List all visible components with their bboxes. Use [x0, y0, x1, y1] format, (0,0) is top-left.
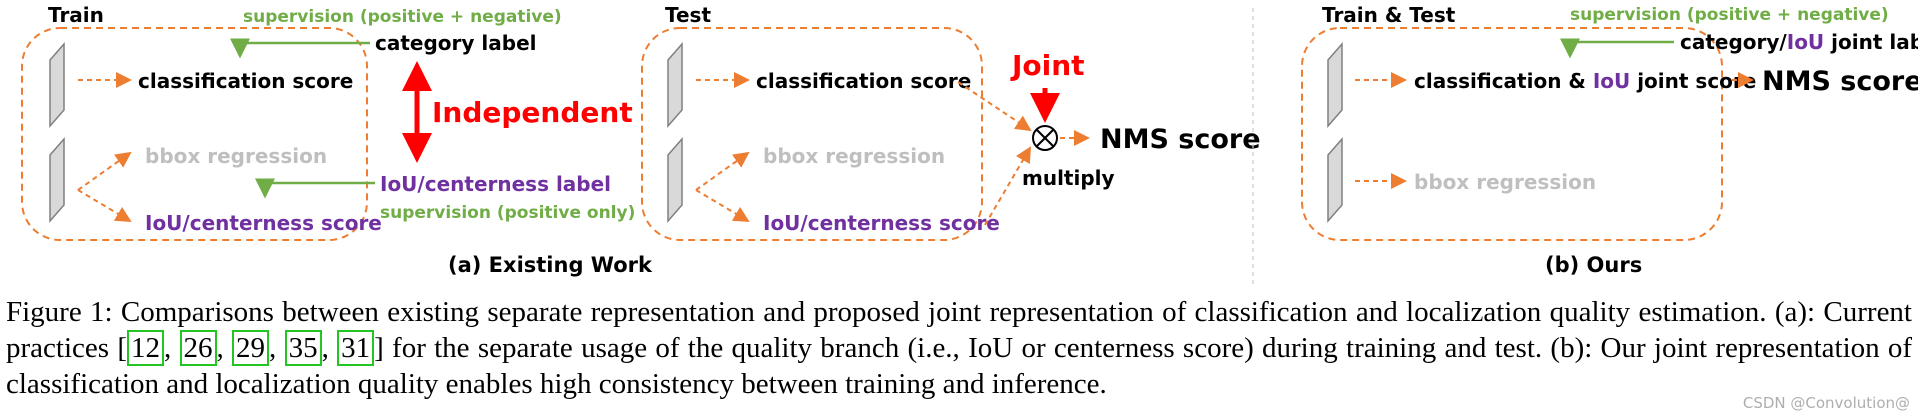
- joint-label-prefix: category/: [1680, 30, 1787, 54]
- citation-link[interactable]: 31: [337, 330, 375, 366]
- panel-a-train: Train classification score bbox regressi…: [21, 3, 635, 241]
- multiply-icon: [1032, 125, 1058, 151]
- test-box: [641, 27, 983, 241]
- caption-sep: ,: [321, 332, 338, 364]
- arrow-to-bbox: [77, 151, 132, 191]
- figure-caption: Figure 1: Comparisons between existing s…: [6, 294, 1912, 402]
- cls-to-multiply-arrow: [957, 81, 1032, 132]
- joint-label: Joint: [1010, 49, 1085, 82]
- citation-link[interactable]: 26: [179, 330, 217, 366]
- test-classification-score-label: classification score: [756, 69, 971, 93]
- bbox-regression-label: bbox regression: [145, 144, 327, 168]
- ours-nms-score-label: NMS score: [1762, 66, 1918, 97]
- multiply-label: multiply: [1022, 166, 1115, 190]
- iou-centerness-label: IoU/centerness label: [380, 172, 611, 196]
- joint-score-suffix: joint score: [1630, 69, 1756, 93]
- joint-label-text: category/IoU joint label: [1680, 30, 1918, 54]
- watermark: CSDN @Convolution@: [1742, 394, 1910, 412]
- test-iou-centerness-score-label: IoU/centerness score: [763, 211, 1000, 235]
- joint-score-text: classification & IoU joint score: [1414, 69, 1756, 93]
- category-label: category label: [375, 31, 536, 55]
- citation-link[interactable]: 12: [126, 330, 164, 366]
- panel-a-caption-label: (a) Existing Work: [448, 253, 653, 277]
- panel-b-ours: Train & Test supervision (positive + neg…: [1301, 3, 1918, 241]
- caption-text-1: Figure 1: Comparisons between existing s…: [6, 296, 1912, 364]
- supervision-pos-neg-label: supervision (positive + negative): [243, 7, 562, 27]
- ours-bbox-regression-label: bbox regression: [1414, 170, 1596, 194]
- caption-sep: ,: [269, 332, 285, 364]
- feature-map-icon: [667, 42, 683, 223]
- panel-b-caption-label: (b) Ours: [1545, 253, 1642, 277]
- joint-label-suffix: joint label: [1824, 30, 1918, 54]
- feature-map-icon: [1327, 42, 1343, 223]
- ours-box: [1301, 27, 1723, 241]
- figure-diagram: Train classification score bbox regressi…: [21, 3, 1918, 285]
- arrow-to-iou: [695, 189, 750, 223]
- citation-link[interactable]: 29: [232, 330, 270, 366]
- ours-title: Train & Test: [1322, 3, 1456, 27]
- arrow-to-iou: [77, 189, 132, 223]
- iou-to-multiply-arrow: [984, 146, 1032, 226]
- caption-sep: ,: [216, 332, 233, 364]
- caption-sep: ,: [163, 332, 180, 364]
- supervision-pos-only-label: supervision (positive only): [380, 203, 635, 223]
- caption-text-2: ] for the separate usage of the quality …: [6, 332, 1913, 400]
- test-title: Test: [665, 3, 711, 27]
- feature-map-icon: [49, 42, 65, 223]
- test-bbox-regression-label: bbox regression: [763, 144, 945, 168]
- train-box: [21, 27, 368, 241]
- classification-score-label: classification score: [138, 69, 353, 93]
- panel-a-test: Test classification score bbox regressio…: [641, 3, 1261, 241]
- citation-link[interactable]: 35: [284, 330, 322, 366]
- joint-score-prefix: classification &: [1414, 69, 1593, 93]
- ours-supervision-label: supervision (positive + negative): [1570, 5, 1889, 25]
- ours-supervision-arrow: [1560, 38, 1674, 59]
- arrow-to-bbox: [695, 151, 750, 191]
- category-supervision-arrow: [230, 38, 370, 59]
- nms-score-label: NMS score: [1100, 124, 1261, 155]
- iou-centerness-score-label: IoU/centerness score: [145, 211, 382, 235]
- iou-supervision-arrow: [255, 178, 375, 199]
- joint-score-iou: IoU: [1593, 69, 1630, 93]
- train-title: Train: [48, 3, 104, 27]
- independent-label: Independent: [432, 96, 633, 129]
- joint-label-iou: IoU: [1787, 30, 1824, 54]
